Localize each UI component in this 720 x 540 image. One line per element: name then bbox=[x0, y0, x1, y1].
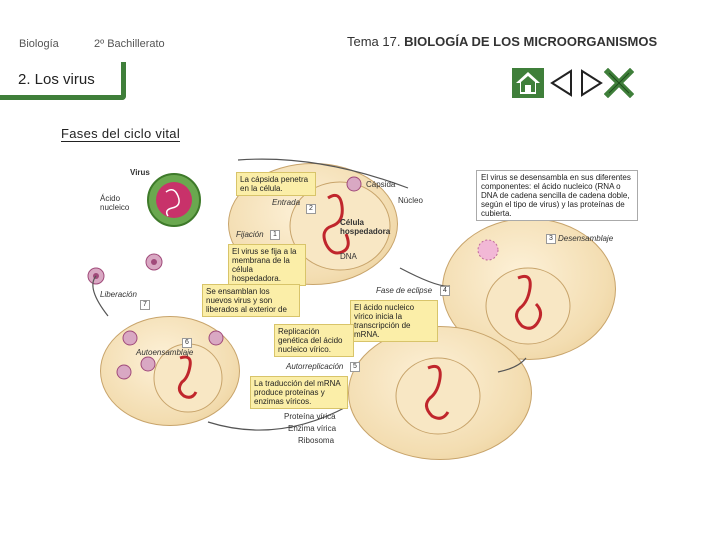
callout-traduccion: La traducción del mRNA produce proteínas… bbox=[250, 376, 348, 409]
step-2: 2 bbox=[306, 204, 316, 214]
header-subject: Biología bbox=[19, 38, 59, 50]
triangle-right-icon bbox=[581, 69, 603, 97]
callout-transcripcion: El ácido nucleico vírico inicia la trans… bbox=[350, 300, 438, 342]
step-6: 6 bbox=[182, 338, 192, 348]
previous-button[interactable] bbox=[549, 68, 575, 98]
label-ribosoma: Ribosoma bbox=[298, 436, 335, 445]
topic-prefix: Tema 17. bbox=[347, 34, 401, 49]
callout-capsida: La cápsida penetra en la célula. bbox=[236, 172, 316, 196]
header-course: 2º Bachillerato bbox=[94, 38, 165, 50]
label-entrada: Entrada bbox=[272, 198, 301, 207]
header-topic: Tema 17. BIOLOGÍA DE LOS MICROORGANISMOS bbox=[347, 34, 657, 49]
callout-fija: El virus se fija a la membrana de la cél… bbox=[228, 244, 306, 286]
section-title: 2. Los virus bbox=[18, 71, 95, 88]
label-liberacion: Liberación bbox=[100, 290, 137, 299]
topic-title: BIOLOGÍA DE LOS MICROORGANISMOS bbox=[404, 34, 658, 49]
label-autoensamblaje: Autoensamblaje bbox=[136, 348, 194, 357]
step-1: 1 bbox=[270, 230, 280, 240]
callout-ensamblan: Se ensamblan los nuevos virus y son libe… bbox=[202, 284, 300, 317]
label-desensamblaje: Desensamblaje bbox=[558, 234, 614, 243]
section-tab: 2. Los virus bbox=[0, 62, 126, 100]
subtitle: Fases del ciclo vital bbox=[61, 126, 181, 142]
step-3: 3 bbox=[546, 234, 556, 244]
label-enzima: Enzima vírica bbox=[288, 424, 337, 433]
label-dna: DNA bbox=[340, 252, 357, 261]
callout-replicacion: Replicación genética del ácido nucleico … bbox=[274, 324, 354, 357]
step-7: 7 bbox=[140, 300, 150, 310]
label-nucleo: Núcleo bbox=[398, 196, 423, 205]
label-acido: Ácido nucleico bbox=[100, 194, 130, 212]
label-autorreplicacion: Autorreplicación bbox=[286, 362, 344, 371]
next-button[interactable] bbox=[578, 68, 604, 98]
step-4: 4 bbox=[440, 286, 450, 296]
home-icon bbox=[512, 68, 544, 98]
label-capsida: Cápsida bbox=[366, 180, 396, 189]
label-proteina: Proteína vírica bbox=[284, 412, 336, 421]
label-fijacion: Fijación bbox=[236, 230, 264, 239]
triangle-left-icon bbox=[550, 69, 572, 97]
close-button[interactable] bbox=[604, 68, 634, 98]
label-virus: Virus bbox=[130, 168, 150, 177]
close-x-icon bbox=[604, 68, 634, 98]
label-eclipse: Fase de eclipse bbox=[376, 286, 433, 295]
label-celula: Célula hospedadora bbox=[340, 218, 391, 236]
step-5: 5 bbox=[350, 362, 360, 372]
callout-desensamblaje: El virus se desensambla en sus diferente… bbox=[476, 170, 638, 221]
cycle-drawings bbox=[87, 158, 571, 435]
home-button[interactable] bbox=[512, 68, 546, 98]
virus-cycle-diagram: Virus Ácido nucleico La cápsida penetra … bbox=[78, 158, 638, 460]
